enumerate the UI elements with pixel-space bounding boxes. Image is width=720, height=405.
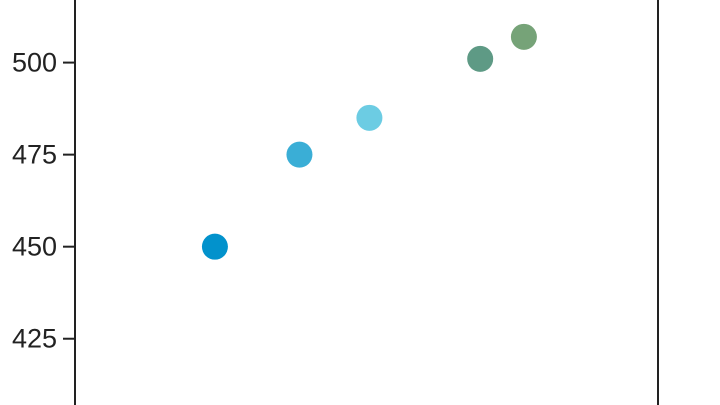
data-point [467,45,494,72]
data-points [201,23,537,260]
y-tick-label: 450 [12,232,57,262]
data-point [510,23,537,50]
data-point [356,104,383,131]
y-tick-label: 425 [12,324,57,354]
y-axis-ticks: 425 450 475 500 [12,48,75,354]
y-tick-label: 500 [12,48,57,78]
y-tick-label: 475 [12,140,57,170]
data-point [201,233,228,260]
axes [74,0,659,405]
data-point [286,141,313,168]
